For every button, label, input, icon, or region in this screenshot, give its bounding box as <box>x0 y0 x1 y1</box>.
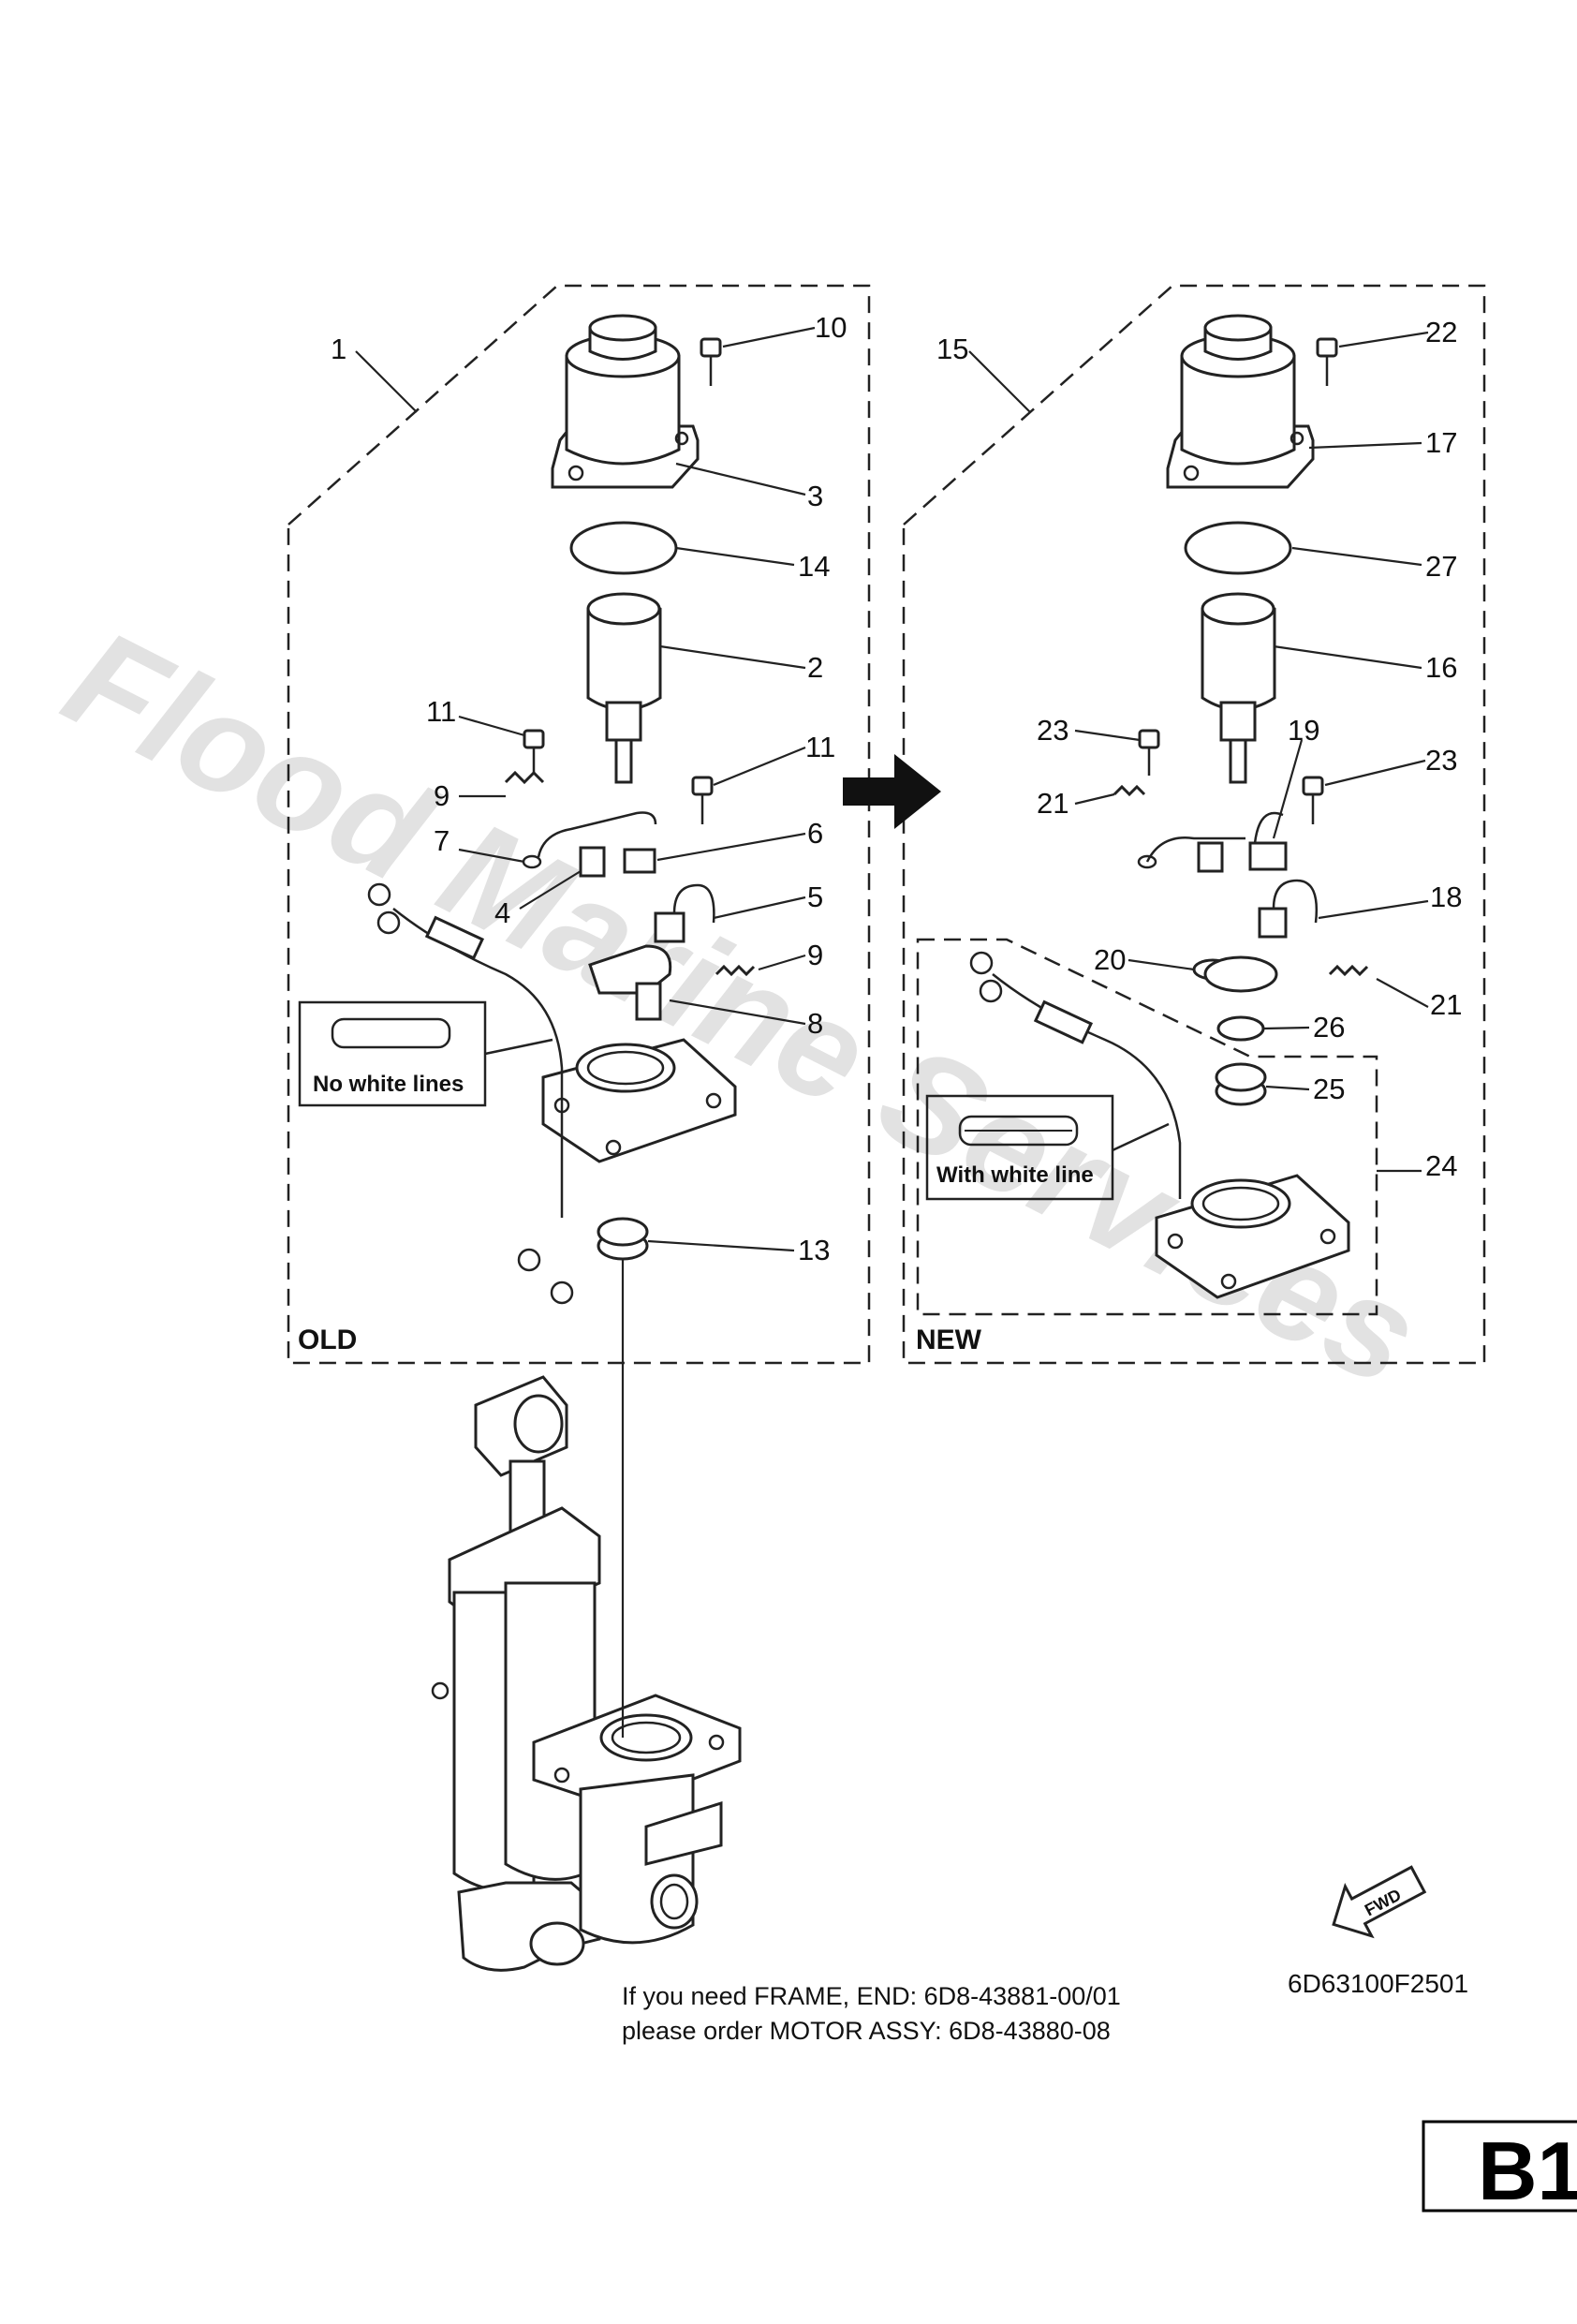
old-cable-terminal-c <box>517 1248 541 1272</box>
callout: 1 <box>331 333 346 365</box>
new-bolt-23-left <box>1138 729 1160 776</box>
callout: 9 <box>807 939 823 971</box>
old-bolt-11-left <box>523 729 545 776</box>
new-brush-left <box>1197 841 1224 873</box>
old-cable-sleeve <box>424 915 485 960</box>
new-brush-18 <box>1258 879 1319 939</box>
old-seal-13 <box>597 1217 649 1261</box>
old-callouts: 1 10 3 14 2 11 11 9 7 6 4 5 9 8 13 <box>331 311 847 1266</box>
fwd-arrow-icon: FWD <box>1332 1865 1427 1939</box>
page-label: B1 <box>1478 2124 1577 2217</box>
old-bolt-11-right <box>691 776 714 824</box>
old-spring-9-upper <box>504 770 545 785</box>
new-washer-21-left <box>1137 854 1157 869</box>
callout: 27 <box>1425 550 1457 583</box>
old-to-new-arrow <box>843 754 941 829</box>
callout: 23 <box>1425 744 1457 777</box>
callout: 10 <box>815 311 847 344</box>
old-leaders <box>355 326 816 1252</box>
new-leaders <box>968 331 1429 1173</box>
old-section-label: OLD <box>298 1325 357 1355</box>
new-spring-21-lower <box>1328 964 1369 977</box>
new-o-ring-27 <box>1184 521 1292 575</box>
new-seal-25 <box>1215 1062 1267 1106</box>
new-section-label: NEW <box>916 1325 982 1355</box>
new-spring-21-upper <box>1113 784 1146 797</box>
callout: 20 <box>1094 943 1126 976</box>
old-brush-lead <box>537 811 657 858</box>
new-cable <box>992 973 1182 1199</box>
callout: 5 <box>807 881 823 913</box>
new-callouts: 15 22 17 27 16 23 19 23 21 18 20 21 26 2… <box>936 316 1462 1182</box>
with-white-line-note: With white line <box>925 1094 1170 1201</box>
sub-assembly-24-boundary <box>916 938 1378 1316</box>
new-holder-base <box>1203 955 1278 993</box>
callout: 9 <box>434 779 450 812</box>
callout: 21 <box>1037 787 1069 820</box>
no-white-lines-text: No white lines <box>313 1072 464 1097</box>
new-brush-lead <box>1145 836 1245 863</box>
callout: 17 <box>1425 426 1457 459</box>
figure-code: 6D63100F2501 <box>1288 1969 1468 1998</box>
page-label-box: B1 <box>1422 2120 1577 2217</box>
callout: 22 <box>1425 316 1457 348</box>
callout: 14 <box>798 550 830 583</box>
callout: 25 <box>1313 1073 1345 1105</box>
old-cable <box>392 908 564 1218</box>
old-o-ring-14 <box>569 521 678 575</box>
old-spring-9-lower <box>715 964 756 977</box>
callout: 7 <box>434 824 450 857</box>
old-brush-6 <box>623 848 656 874</box>
new-bolt-23-right <box>1302 776 1324 824</box>
with-white-line-text: With white line <box>936 1162 1094 1188</box>
callout: 23 <box>1037 714 1069 747</box>
old-brush-4 <box>579 846 606 878</box>
new-motor-housing <box>1166 314 1315 489</box>
caption-line-1: If you need FRAME, END: 6D8-43881-00/01 <box>622 1982 1121 2010</box>
callout: 13 <box>798 1234 830 1266</box>
callout: 4 <box>494 896 510 929</box>
callout: 3 <box>807 480 823 512</box>
new-assembly-boundary <box>902 284 1486 1365</box>
new-cable-sleeve <box>1033 999 1094 1044</box>
callout: 16 <box>1425 651 1457 684</box>
old-assembly-boundary <box>287 284 871 1365</box>
callout: 19 <box>1288 714 1319 747</box>
old-cable-terminal-d <box>550 1280 574 1305</box>
new-armature-16 <box>1201 592 1276 784</box>
callout: 11 <box>805 731 835 763</box>
new-washer-26 <box>1216 1015 1265 1042</box>
old-armature-2 <box>586 592 662 784</box>
no-white-lines-note: No white lines <box>298 1000 553 1107</box>
callout: 6 <box>807 817 823 850</box>
new-end-frame-24 <box>1155 1174 1350 1299</box>
callout: 8 <box>807 1007 823 1040</box>
callout: 21 <box>1430 988 1462 1021</box>
old-cable-terminal-b <box>376 910 401 935</box>
new-bolt-22 <box>1316 337 1338 386</box>
caption-line-2: please order MOTOR ASSY: 6D8-43880-08 <box>622 2017 1111 2045</box>
callout: 2 <box>807 651 823 684</box>
old-brush-5 <box>654 911 685 943</box>
new-brush-19 <box>1248 811 1288 871</box>
new-cable-terminal-a <box>969 951 994 975</box>
callout: 11 <box>426 695 456 728</box>
old-end-frame <box>541 1038 737 1163</box>
old-cable-terminal-a <box>367 882 391 907</box>
new-cable-terminal-b <box>979 979 1003 1003</box>
callout: 26 <box>1313 1011 1345 1044</box>
callout: 24 <box>1425 1149 1457 1182</box>
callout: 15 <box>936 333 968 365</box>
old-motor-housing <box>551 314 700 489</box>
old-holder-tab <box>635 982 662 1021</box>
callout: 18 <box>1430 881 1462 913</box>
tilt-trim-cylinder <box>431 1375 742 1972</box>
old-bolt-10 <box>700 337 722 386</box>
